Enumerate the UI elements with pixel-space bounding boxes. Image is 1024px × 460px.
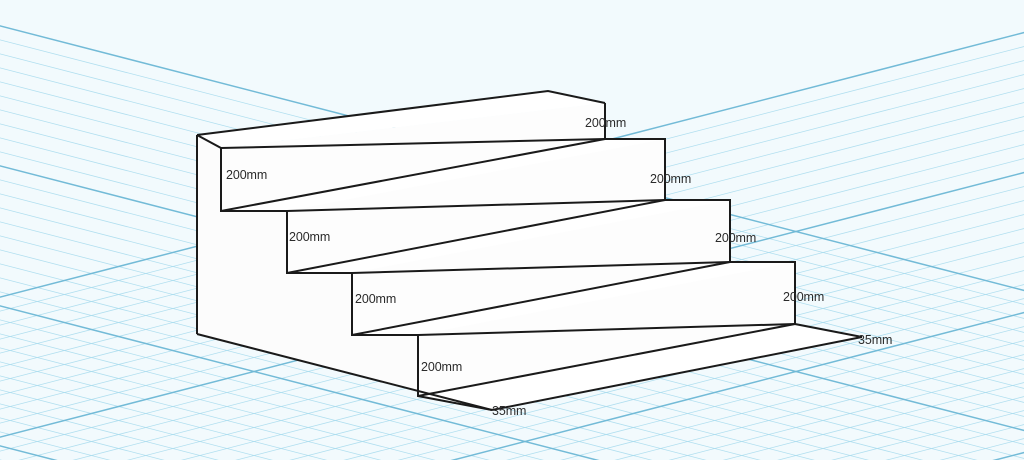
dimension-label-left-riser-2: 200mm: [289, 230, 331, 244]
model-tread-1: [197, 91, 605, 148]
dimension-label-right-riser-4: 200mm: [783, 290, 825, 304]
dimension-label-left-riser-4: 200mm: [421, 360, 463, 374]
model-tread-5: [418, 324, 862, 410]
dimension-label-left-riser-3: 200mm: [355, 292, 397, 306]
model-left-face: [197, 135, 492, 410]
dimension-label-right-riser-3: 200mm: [715, 231, 757, 245]
dimension-label-right-riser-2: 200mm: [650, 172, 692, 186]
model-outline: [196, 89, 863, 411]
dimension-label-right-riser-1: 200mm: [585, 116, 627, 130]
model-tread-4: [352, 262, 795, 335]
model-tread-2: [221, 139, 665, 211]
dimension-label-left-depth: 35mm: [492, 404, 527, 418]
dimension-label-right-depth: 35mm: [858, 333, 893, 347]
model-tread-3: [287, 200, 730, 273]
dimension-label-left-riser-1: 200mm: [226, 168, 268, 182]
